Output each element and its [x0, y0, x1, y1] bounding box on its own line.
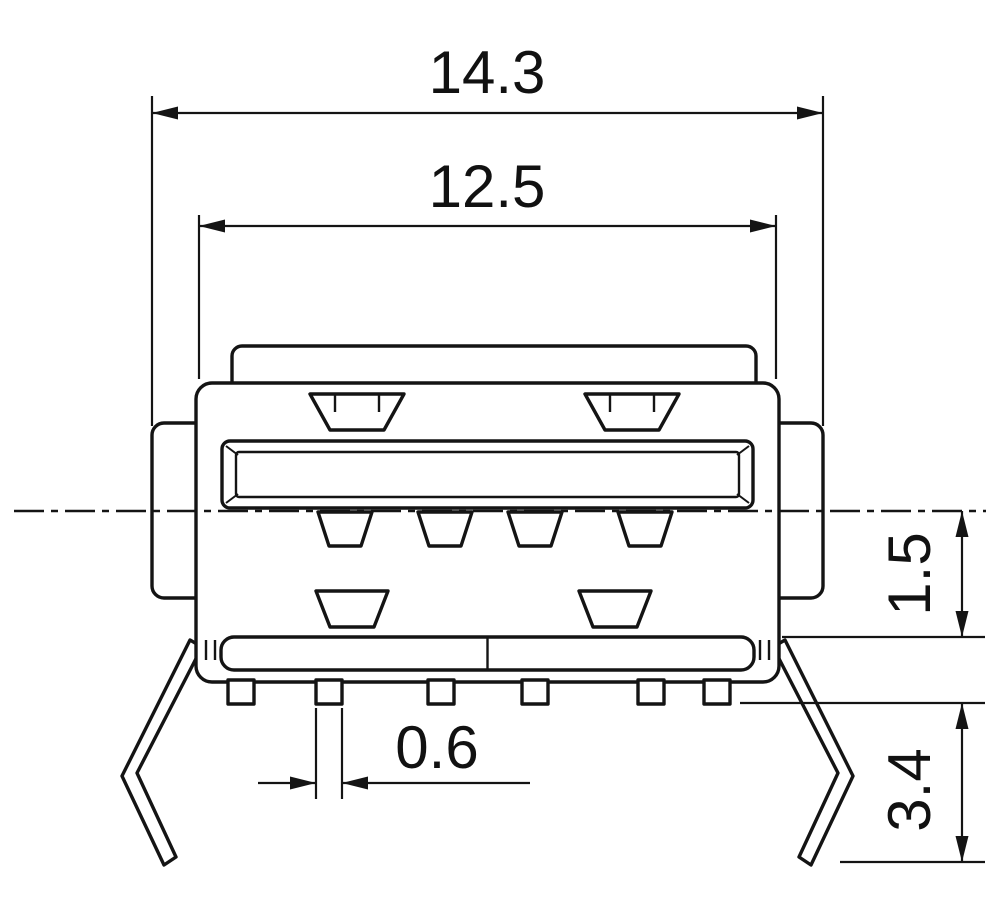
right-solder-leg — [771, 638, 855, 867]
dimension-body-width: 12.5 — [197, 153, 778, 379]
dim-label-pin-width: 0.6 — [395, 714, 478, 781]
lower-spring-contacts — [314, 589, 653, 629]
solder-feet — [226, 678, 732, 706]
connector-body — [120, 344, 855, 867]
solder-foot-4 — [520, 678, 550, 706]
usb-opening — [220, 439, 755, 510]
upper-contact-right — [583, 392, 681, 432]
arrowhead-bottom — [955, 836, 969, 862]
middle-contact-1 — [316, 510, 374, 548]
dim-label-body-width: 12.5 — [429, 153, 546, 220]
arrowhead-right — [342, 776, 368, 790]
lower-contact-left — [314, 589, 390, 629]
arrowhead-top — [955, 703, 969, 729]
opening-outline — [220, 439, 755, 510]
upper-spring-contacts — [308, 392, 681, 432]
left-solder-leg — [120, 638, 204, 867]
tongue-chamfer-br — [736, 493, 750, 504]
dim-label-center-to-base: 1.5 — [876, 532, 943, 615]
arrowhead-left — [199, 219, 225, 233]
tongue-chamfer-tl — [225, 445, 239, 456]
insulator-base — [204, 635, 771, 672]
arrowhead-left — [152, 106, 178, 120]
arrowhead-right — [750, 219, 776, 233]
dim-label-base-height: 3.4 — [876, 748, 943, 831]
lower-contact-right — [577, 589, 653, 629]
arrowhead-right — [797, 106, 823, 120]
dimension-pin-width: 0.6 — [258, 708, 530, 799]
solder-foot-1 — [226, 678, 256, 706]
tongue-chamfer-tr — [736, 445, 750, 456]
dim-label-overall-width: 14.3 — [429, 39, 546, 106]
upper-contact-left — [308, 392, 406, 432]
arrowhead-left — [290, 776, 316, 790]
dimension-base-height: 3.4 — [740, 701, 985, 864]
dimension-center-to-base: 1.5 — [782, 511, 985, 639]
solder-foot-5 — [636, 678, 666, 706]
arrowhead-bottom — [955, 611, 969, 637]
middle-contact-2 — [416, 510, 474, 548]
solder-foot-3 — [426, 678, 456, 706]
arrowhead-top — [955, 511, 969, 537]
tongue-outline — [234, 450, 741, 499]
tongue-chamfer-bl — [225, 493, 239, 504]
solder-foot-2 — [314, 678, 344, 706]
dimension-overall-width: 14.3 — [150, 39, 825, 426]
solder-foot-6 — [702, 678, 732, 706]
metal-shell — [194, 381, 781, 684]
